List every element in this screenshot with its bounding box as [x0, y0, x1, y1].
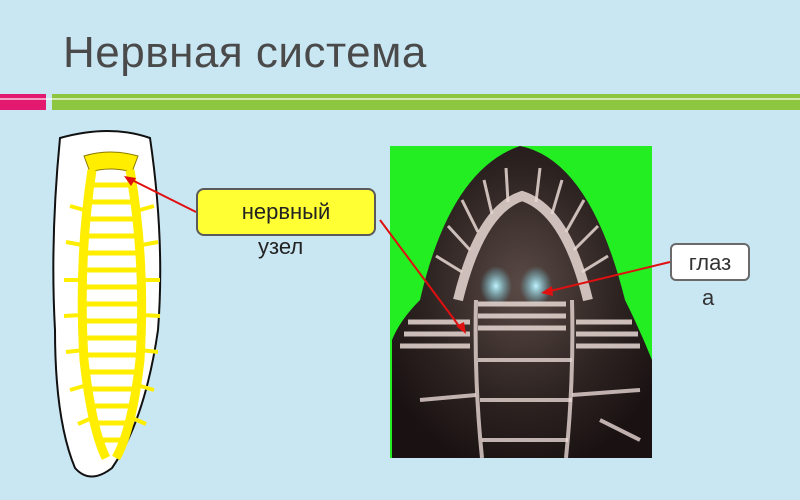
photo-ladder-nerves: [400, 301, 640, 349]
nerve-node-label-line2: узел: [258, 234, 304, 259]
eyes-label-box: глаз: [670, 243, 750, 281]
arrowhead-photo: [456, 322, 466, 334]
photo-left-eye: [480, 266, 512, 306]
arrow-to-photo-ganglion: [379, 219, 463, 331]
arrow-to-eye: [545, 261, 671, 293]
planarian-lateral-nerves: [63, 204, 161, 426]
eyes-label-line1: глаз: [688, 250, 732, 275]
photo-nerve-cords: [419, 299, 641, 459]
planarian-ganglion: [83, 151, 139, 173]
pointer-arrows: [124, 176, 671, 334]
planarian-photo: [390, 146, 652, 459]
slide-title: Нервная система: [63, 28, 427, 77]
arrowhead-eye: [541, 286, 553, 296]
planarian-commissures: [81, 182, 143, 443]
photo-head-nerve-ring: [453, 190, 593, 302]
photo-right-eye: [520, 266, 552, 306]
nerve-node-label-box: нервный: [196, 188, 376, 236]
planarian-schematic: [52, 130, 162, 478]
arrow-to-schematic-ganglion: [127, 177, 197, 213]
nerve-node-label-line1: нервный: [241, 199, 331, 224]
eyes-label-line2: а: [702, 285, 715, 310]
arrowhead-schematic: [124, 176, 136, 186]
accent-divider-line: [0, 98, 800, 100]
photo-radiating-nerves: [435, 167, 609, 274]
